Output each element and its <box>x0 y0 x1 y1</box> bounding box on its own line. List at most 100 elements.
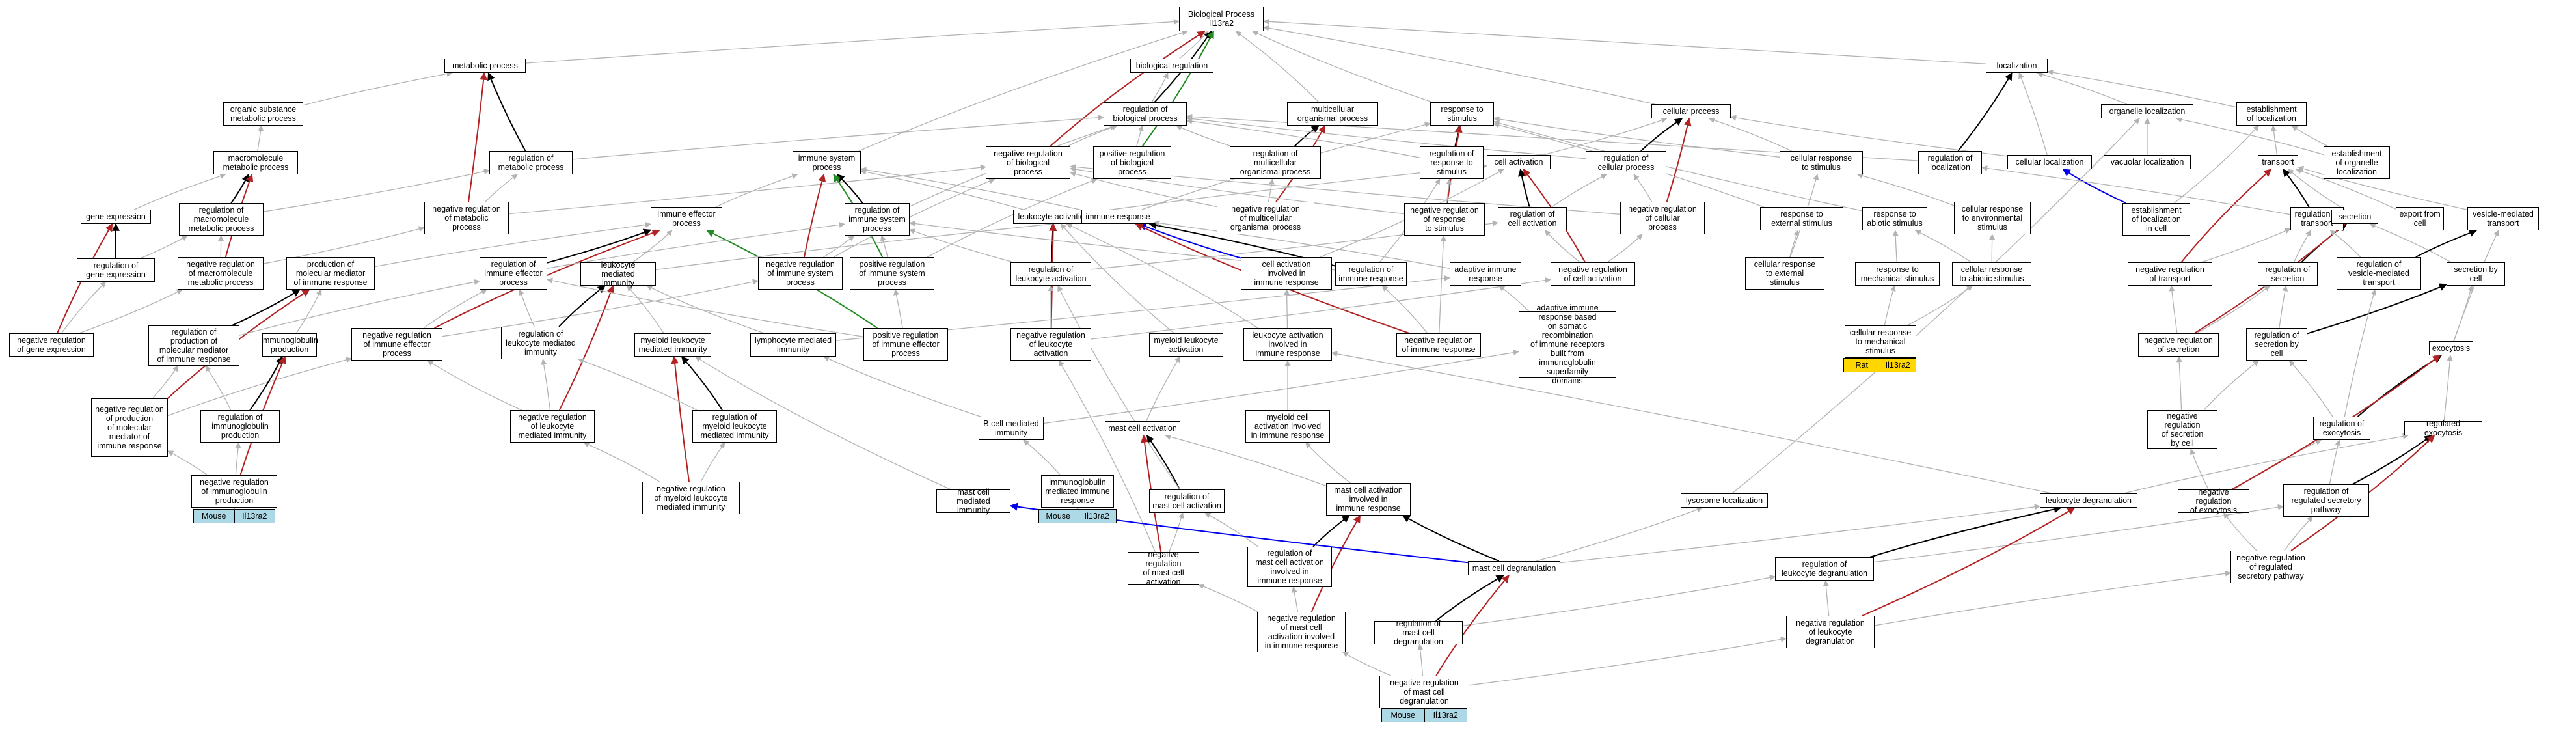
go-term-resp-stim[interactable]: response to stimulus <box>1430 102 1494 126</box>
go-term-vac-loc[interactable]: vacuolar localization <box>2104 155 2191 169</box>
go-term-neg-reg-leuk-med[interactable]: negative regulation of leukocyte mediate… <box>510 410 595 443</box>
go-term-reg-vesicle[interactable]: regulation of vesicle-mediated transport <box>2337 257 2421 290</box>
go-term-reg-imm-sys[interactable]: regulation of immune system process <box>845 203 910 236</box>
go-term-neg-reg-reg-sec[interactable]: negative regulation of regulated secreto… <box>2230 551 2311 583</box>
go-term-multicell[interactable]: multicellular organismal process <box>1287 102 1378 126</box>
go-term-neg-reg-myeloid-med[interactable]: negative regulation of myeloid leukocyte… <box>642 482 740 514</box>
go-term-export[interactable]: export from cell <box>2396 207 2444 230</box>
go-term-neg-reg-cell-proc[interactable]: negative regulation of cellular process <box>1620 202 1705 234</box>
go-term-imm-sys[interactable]: immune system process <box>793 151 861 174</box>
go-term-neg-reg-exocytosis[interactable]: negative regulation of exocytosis <box>2178 488 2249 515</box>
go-term-cell-act[interactable]: cell activation <box>1487 155 1551 169</box>
go-term-neg-reg-multi[interactable]: negative regulation of multicellular org… <box>1217 202 1314 234</box>
go-term-leuk-act[interactable]: leukocyte activation <box>1013 210 1094 224</box>
go-term-neg-reg-imm-eff[interactable]: negative regulation of immune effector p… <box>351 328 442 361</box>
go-term-reg-sec-by-cell[interactable]: regulation of secretion by cell <box>2246 328 2307 361</box>
go-term-mast-degran[interactable]: mast cell degranulation <box>1468 561 1560 575</box>
go-term-organelle-loc[interactable]: organelle localization <box>2101 104 2193 118</box>
go-term-resp-abio[interactable]: response to abiotic stimulus <box>1862 207 1927 230</box>
go-term-myeloid-leuk-act[interactable]: myeloid leukocyte activation <box>1149 333 1223 357</box>
go-term-neg-reg-sec-by-cell[interactable]: negative regulation of secretion by cell <box>2147 410 2217 449</box>
go-term-exocytosis[interactable]: exocytosis <box>2429 341 2473 355</box>
go-term-reg-mast-act[interactable]: regulation of mast cell activation <box>1149 489 1225 513</box>
go-term-ig-med[interactable]: immunoglobulin mediated immune response <box>1041 475 1114 508</box>
go-term-prod-mol[interactable]: production of molecular mediator of immu… <box>286 257 375 290</box>
go-term-mast-med[interactable]: mast cell mediated immunity <box>936 488 1010 515</box>
go-term-cell-resp-env[interactable]: cellular response to environmental stimu… <box>1954 202 2031 234</box>
go-term-b-cell-med[interactable]: B cell mediated immunity <box>979 417 1044 440</box>
go-term-leuk-med-imm[interactable]: leukocyte mediated immunity <box>580 260 656 288</box>
go-term-adapt-somatic[interactable]: adaptive immune response based on somati… <box>1519 303 1616 385</box>
go-term-pos-reg-imm-eff[interactable]: positive regulation of immune effector p… <box>863 328 948 361</box>
go-term-gene-expr[interactable]: gene expression <box>81 210 151 224</box>
go-term-cell-resp-ext[interactable]: cellular response to external stimulus <box>1745 257 1824 290</box>
go-term-neg-reg-cell-act[interactable]: negative regulation of cell activation <box>1551 262 1635 286</box>
go-term-reg-myeloid-med[interactable]: regulation of myeloid leukocyte mediated… <box>692 410 777 443</box>
go-term-lymph-med[interactable]: lymphocyte mediated immunity <box>750 333 836 357</box>
go-term-cell-act-imm[interactable]: cell activation involved in immune respo… <box>1241 257 1332 290</box>
go-term-resp-ext[interactable]: response to external stimulus <box>1760 207 1843 230</box>
go-term-reg-resp[interactable]: regulation of response to stimulus <box>1420 146 1484 179</box>
go-term-neg-reg-macro[interactable]: negative regulation of macromolecule met… <box>178 257 264 290</box>
go-term-reg-exo[interactable]: regulated exocytosis <box>2404 419 2482 437</box>
go-term-cell-resp-stim[interactable]: cellular response to stimulus <box>1780 151 1863 174</box>
go-term-reg-prod-mol[interactable]: regulation of production of molecular me… <box>148 325 239 366</box>
go-term-reg-exocytosis[interactable]: regulation of exocytosis <box>2313 417 2370 440</box>
go-term-reg-leuk-med[interactable]: regulation of leukocyte mediated immunit… <box>501 327 580 359</box>
go-term-reg-reg-sec[interactable]: regulation of regulated secretory pathwa… <box>2283 484 2369 517</box>
go-term-vesicle[interactable]: vesicle-mediated transport <box>2467 207 2539 230</box>
go-term-reg-mast-act-imm[interactable]: regulation of mast cell activation invol… <box>1247 547 1332 587</box>
go-term-reg-loc[interactable]: regulation of localization <box>1918 151 1982 174</box>
go-term-reg-multi[interactable]: regulation of multicellular organismal p… <box>1230 146 1321 179</box>
go-term-reg-bioproc[interactable]: regulation of biological process <box>1104 102 1187 126</box>
go-term-secretion[interactable]: secretion <box>2331 210 2378 224</box>
go-term-myeloid-act-imm[interactable]: myeloid cell activation involved in immu… <box>1245 410 1330 443</box>
go-term-mast-act-imm[interactable]: mast cell activation involved in immune … <box>1326 483 1411 516</box>
go-term-cell-resp-mech[interactable]: cellular response to mechanical stimulus <box>1845 325 1916 358</box>
go-term-ig-prod[interactable]: immunoglobulin production <box>261 333 318 357</box>
go-term-neg-reg-leuk-act[interactable]: negative regulation of leukocyte activat… <box>1010 328 1091 361</box>
go-term-localization[interactable]: localization <box>1986 59 2048 73</box>
go-term-reg-cell-act[interactable]: regulation of cell activation <box>1498 207 1567 230</box>
go-term-sec-by-cell[interactable]: secretion by cell <box>2447 262 2505 286</box>
go-term-neg-reg-bio[interactable]: negative regulation of biological proces… <box>986 146 1070 179</box>
go-term-estab-org-loc[interactable]: establishment of organelle localization <box>2324 146 2390 179</box>
go-term-neg-reg-mast-act[interactable]: negative regulation of mast cell activat… <box>1128 550 1199 586</box>
go-term-reg-imm-eff[interactable]: regulation of immune effector process <box>480 257 547 290</box>
go-term-cell-proc[interactable]: cellular process <box>1651 104 1731 118</box>
go-term-reg-mast-degran[interactable]: regulation of mast cell degranulation <box>1374 619 1463 646</box>
go-term-neg-reg-transport[interactable]: negative regulation of transport <box>2128 262 2212 286</box>
go-term-neg-reg-leuk-degran[interactable]: negative regulation of leukocyte degranu… <box>1786 616 1875 648</box>
go-term-reg-leuk-act[interactable]: regulation of leukocyte activation <box>1010 262 1091 286</box>
go-term-reg-leuk-degran[interactable]: regulation of leukocyte degranulation <box>1775 557 1874 581</box>
go-term-neg-reg-resp[interactable]: negative regulation of response to stimu… <box>1404 203 1485 236</box>
go-term-leuk-act-imm[interactable]: leukocyte activation involved in immune … <box>1243 328 1332 361</box>
go-term-reg-ig-prod[interactable]: regulation of immunoglobulin production <box>200 410 280 443</box>
go-term-bp[interactable]: Biological Process Il13ra2 <box>1179 7 1264 31</box>
go-term-neg-reg-ig-prod[interactable]: negative regulation of immunoglobulin pr… <box>191 475 277 508</box>
go-term-neg-reg-gene[interactable]: negative regulation of gene expression <box>9 333 94 357</box>
go-term-organic-subst[interactable]: organic substance metabolic process <box>223 102 303 126</box>
go-term-reg-gene[interactable]: regulation of gene expression <box>77 258 155 282</box>
go-term-myeloid-leuk-med[interactable]: myeloid leukocyte mediated immunity <box>634 333 711 357</box>
go-term-leuk-degran[interactable]: leukocyte degranulation <box>2040 493 2137 508</box>
go-term-reg-secretion[interactable]: regulation of secretion <box>2258 262 2318 286</box>
go-term-reg-macro[interactable]: regulation of macromolecule metabolic pr… <box>179 203 264 236</box>
go-term-neg-reg-prod-mol[interactable]: negative regulation of production of mol… <box>91 398 168 457</box>
go-term-bioreg[interactable]: biological regulation <box>1130 59 1213 73</box>
go-term-neg-reg-imm-sys[interactable]: negative regulation of immune system pro… <box>758 257 843 290</box>
go-term-estab-loc[interactable]: establishment of localization <box>2236 102 2307 126</box>
go-term-cell-resp-abio[interactable]: cellular response to abiotic stimulus <box>1952 262 2031 286</box>
go-term-neg-reg-metab[interactable]: negative regulation of metabolic process <box>424 202 509 234</box>
go-term-reg-metab[interactable]: regulation of metabolic process <box>489 151 573 174</box>
go-term-estab-loc-cell[interactable]: establishment of localization in cell <box>2122 203 2190 236</box>
go-term-resp-mech[interactable]: response to mechanical stimulus <box>1855 262 1940 286</box>
go-term-mast-act[interactable]: mast cell activation <box>1105 421 1180 435</box>
go-term-reg-imm-resp[interactable]: regulation of immune response <box>1335 262 1407 286</box>
go-term-cell-loc[interactable]: cellular localization <box>2007 155 2092 169</box>
go-term-pos-reg-imm-sys[interactable]: positive regulation of immune system pro… <box>850 257 934 290</box>
